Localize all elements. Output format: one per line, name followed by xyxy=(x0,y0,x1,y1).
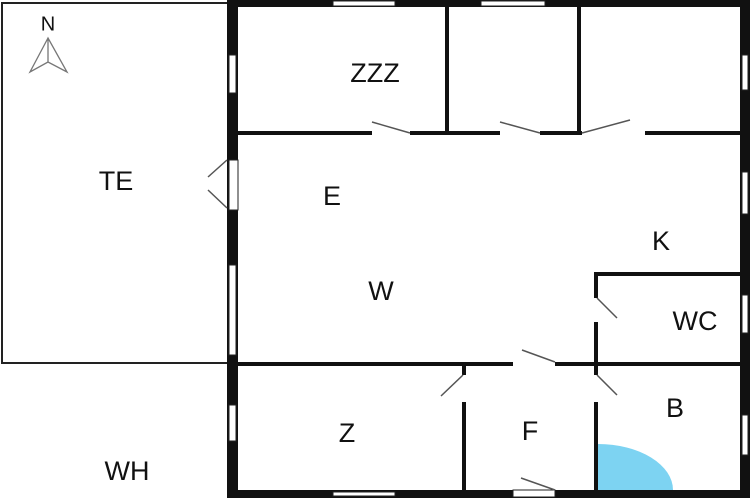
compass: N xyxy=(28,13,69,74)
north-arrow-icon xyxy=(28,36,69,74)
compass-north-label: N xyxy=(41,13,55,35)
room-label-b: B xyxy=(666,393,684,423)
room-label-zzz: ZZZ xyxy=(350,58,399,88)
room-label-k: K xyxy=(652,226,670,256)
room-label-f: F xyxy=(522,416,539,446)
room-label-z: Z xyxy=(339,418,356,448)
room-label-w: W xyxy=(368,276,394,306)
room-label-te: TE xyxy=(99,166,134,196)
interior-walls xyxy=(238,7,740,490)
outer-walls xyxy=(227,0,750,498)
room-label-e: E xyxy=(323,181,341,211)
door-swings xyxy=(207,119,631,491)
room-label-wh: WH xyxy=(105,456,150,486)
room-label-wc: WC xyxy=(673,306,718,336)
windows xyxy=(228,0,749,498)
shower-area xyxy=(598,444,673,490)
